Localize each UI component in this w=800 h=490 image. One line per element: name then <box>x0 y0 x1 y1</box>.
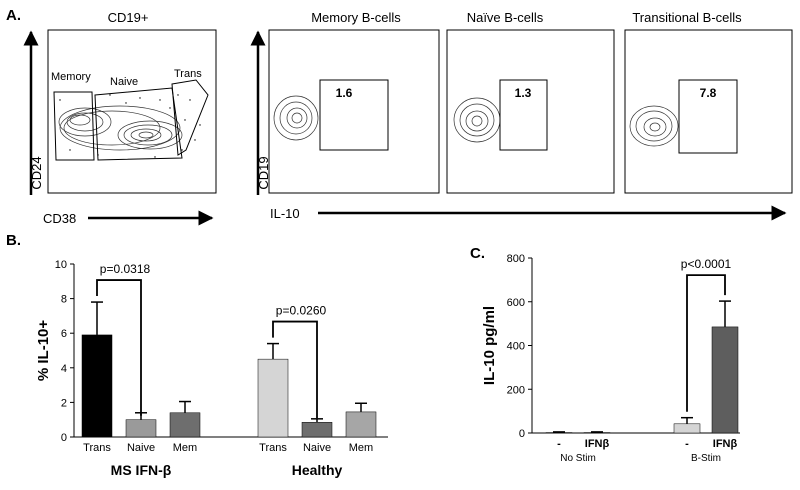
c-x-tick-label: IFNβ <box>585 438 610 450</box>
transitional-density-contours <box>629 105 679 147</box>
cd38-axis-label: CD38 <box>43 211 76 226</box>
b-bar <box>81 334 113 438</box>
il10-axis-label: IL-10 <box>270 206 300 221</box>
b-bar <box>345 411 377 438</box>
transitional-plot-title: Transitional B-cells <box>632 10 742 25</box>
b-pvalue-label: p=0.0260 <box>276 304 327 318</box>
memory-il10-percent: 1.6 <box>336 86 353 100</box>
memory-density-contours <box>273 95 319 141</box>
naive-density-contours <box>453 97 501 143</box>
c-x-tick-label: - <box>557 438 561 450</box>
panel-b-label: B. <box>6 232 21 249</box>
memory-gate <box>53 91 95 161</box>
b-group-label: MS IFN-β <box>111 462 172 478</box>
c-group-label: B-Stim <box>691 453 721 464</box>
c-x-tick-label: IFNβ <box>713 438 738 450</box>
c-pvalue-label: p<0.0001 <box>681 257 732 271</box>
b-x-tick-label: Trans <box>83 442 111 454</box>
c-y-tick-label: 600 <box>507 297 525 309</box>
b-y-tick-label: 0 <box>61 432 67 444</box>
b-x-tick-label: Naive <box>303 442 331 454</box>
b-pvalue-label: p=0.0318 <box>100 262 151 276</box>
memory-plot-title: Memory B-cells <box>311 10 401 25</box>
c-significance-bracket <box>686 274 726 412</box>
b-y-tick-label: 8 <box>61 294 67 306</box>
naive-plot-frame <box>446 29 615 194</box>
b-y-tick-label: 2 <box>61 397 67 409</box>
cd19-axis-label: CD19 <box>256 156 271 189</box>
c-bar <box>583 432 611 434</box>
b-bar <box>301 422 333 438</box>
panel-c-label: C. <box>470 245 485 262</box>
b-x-tick-label: Mem <box>349 442 373 454</box>
c-bar <box>711 326 739 434</box>
naive-gate <box>94 87 183 161</box>
transitional-il10-gate <box>678 79 738 154</box>
b-x-tick-label: Naive <box>127 442 155 454</box>
b-bar <box>125 419 157 438</box>
b-bar <box>169 412 201 438</box>
b-significance-bracket <box>272 320 318 419</box>
c-y-tick-label: 400 <box>507 341 525 353</box>
c-y-tick-label: 800 <box>507 253 525 265</box>
c-y-axis-label: IL-10 pg/ml <box>481 306 498 385</box>
panel-a-label: A. <box>6 7 21 24</box>
c-x-tick-label: - <box>685 438 689 450</box>
memory-plot-frame <box>268 29 440 194</box>
b-significance-bracket <box>96 279 142 416</box>
b-x-tick-label: Mem <box>173 442 197 454</box>
cd19-plot-frame <box>47 29 217 194</box>
memory-il10-gate <box>319 79 389 151</box>
c-y-tick-label: 0 <box>519 428 525 440</box>
naive-gate-label: Naive <box>110 76 138 88</box>
b-y-tick-label: 4 <box>61 363 67 375</box>
trans-gate <box>171 79 209 156</box>
b-y-tick-label: 6 <box>61 328 67 340</box>
b-group-label: Healthy <box>292 462 343 478</box>
b-y-tick-label: 10 <box>55 259 67 271</box>
c-y-tick-label: 200 <box>507 384 525 396</box>
naive-plot-title: Naïve B-cells <box>467 10 544 25</box>
cd19-density-contours <box>58 105 183 151</box>
cd19-plot-title: CD19+ <box>108 10 149 25</box>
b-bar <box>257 358 289 438</box>
trans-gate-label: Trans <box>174 68 202 80</box>
c-bar <box>545 432 573 434</box>
c-bar <box>673 423 701 434</box>
naive-il10-percent: 1.3 <box>515 86 532 100</box>
transitional-plot-frame <box>624 29 793 194</box>
memory-gate-label: Memory <box>51 71 91 83</box>
c-group-label: No Stim <box>560 453 596 464</box>
naive-il10-gate <box>499 79 548 151</box>
b-x-tick-label: Trans <box>259 442 287 454</box>
cd24-axis-label: CD24 <box>29 156 44 189</box>
transitional-il10-percent: 7.8 <box>700 86 717 100</box>
b-y-axis-label: % IL-10+ <box>35 320 52 382</box>
